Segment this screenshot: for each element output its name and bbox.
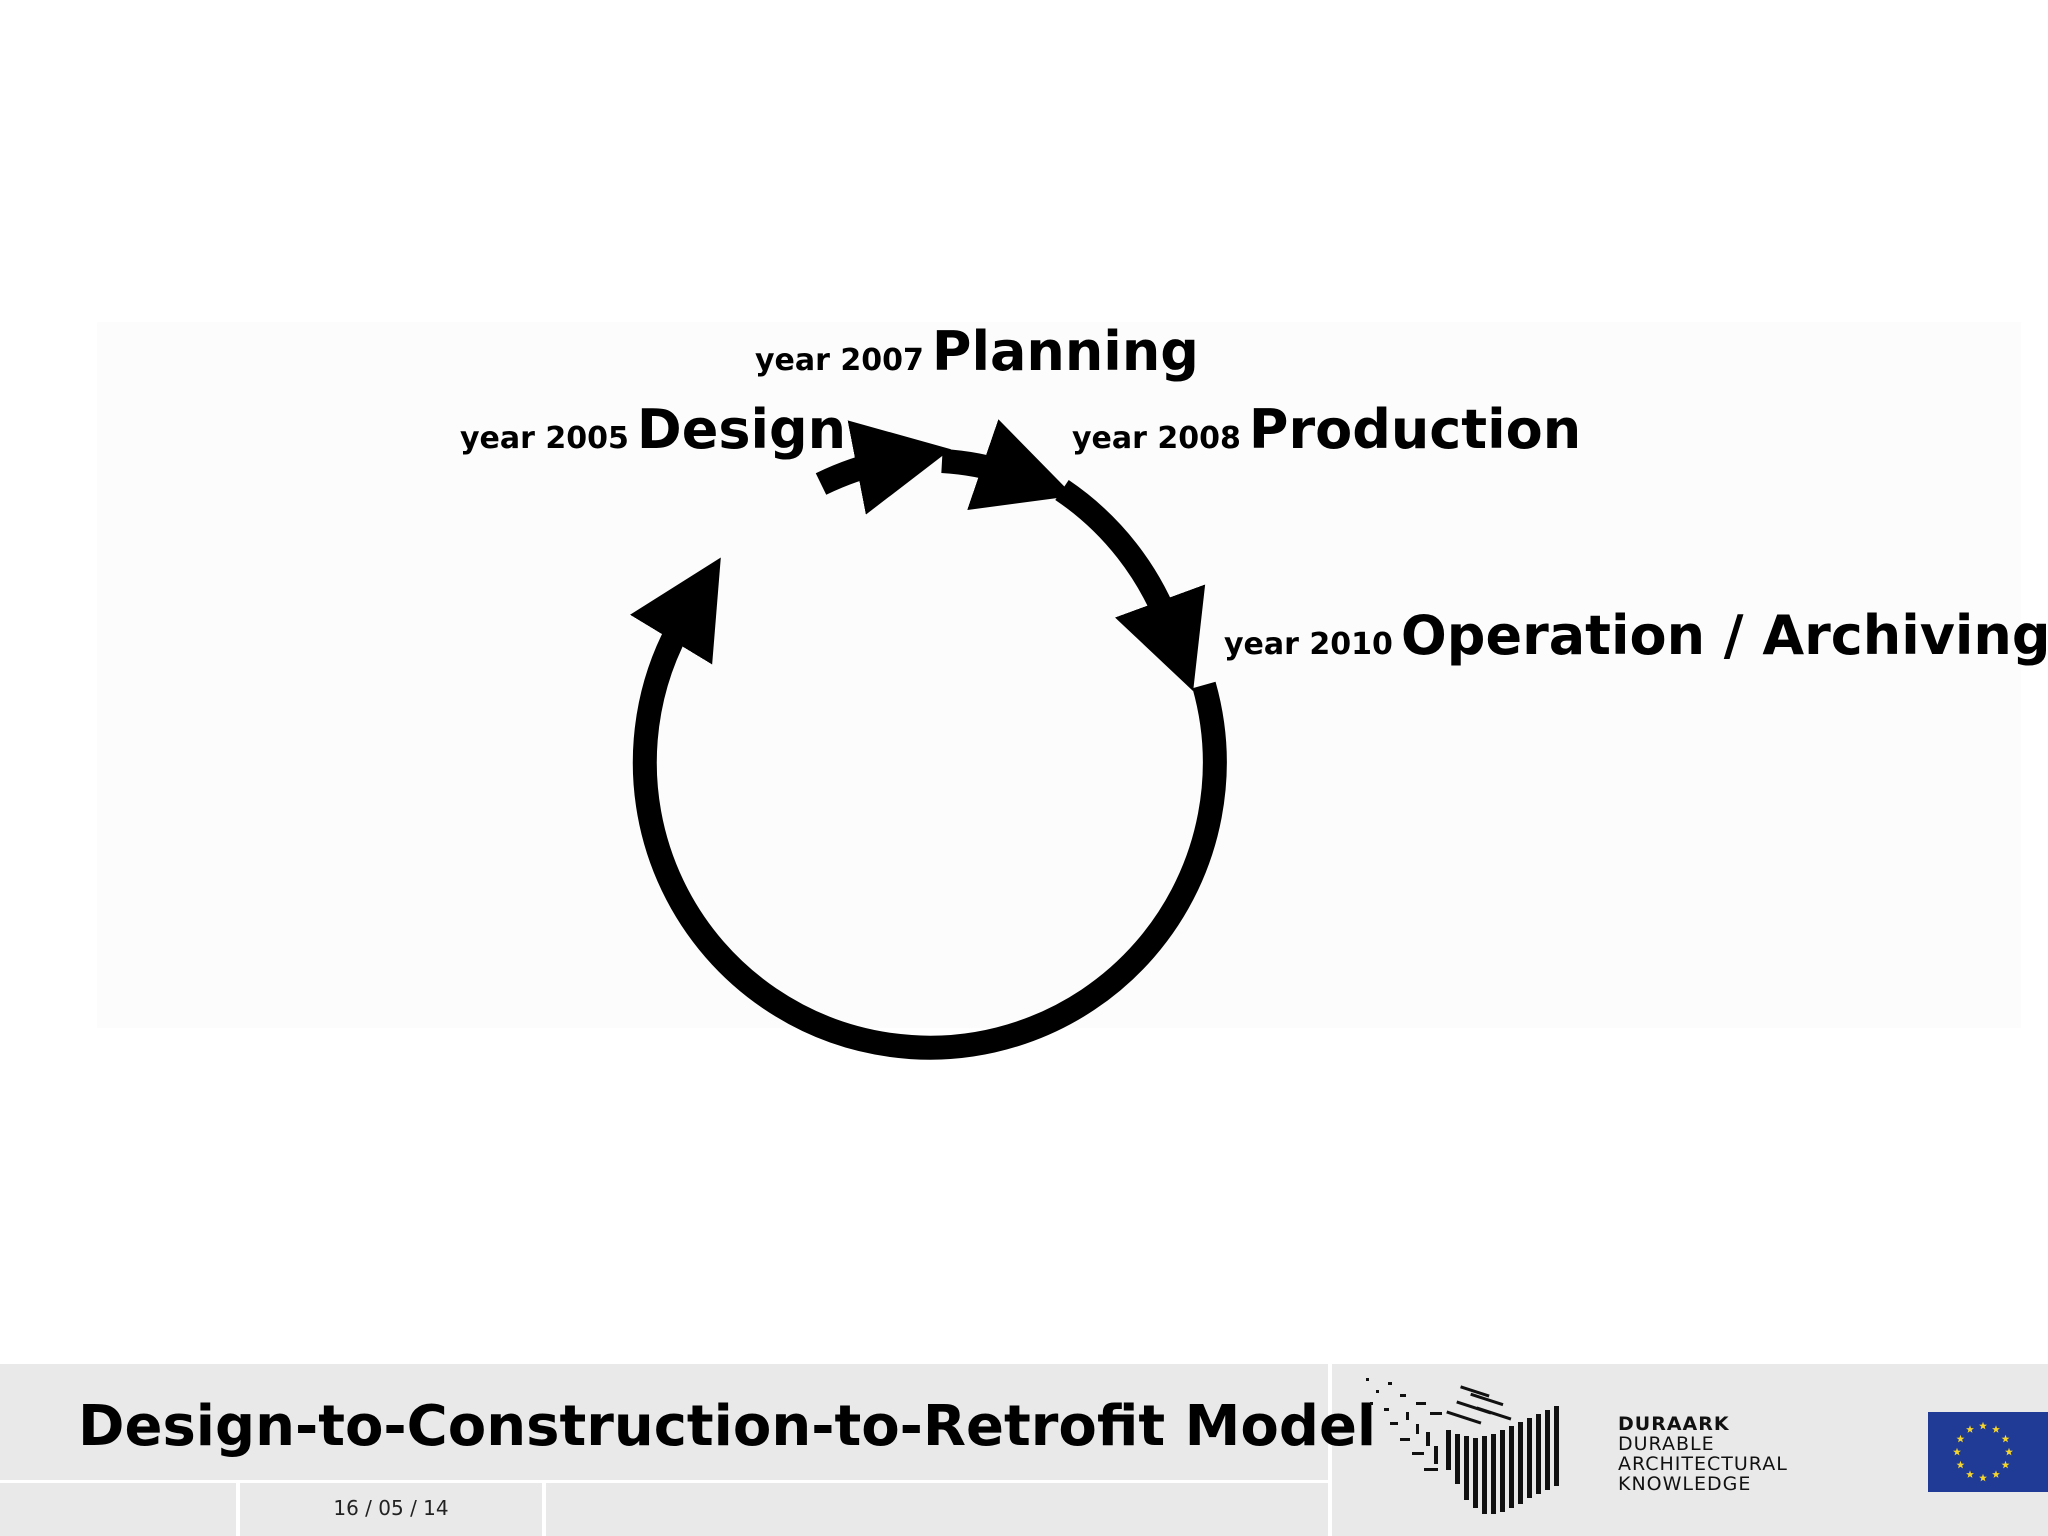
- stage-year: year 2005: [460, 421, 629, 456]
- eu-star-icon: [2001, 1434, 2010, 1443]
- eu-star-icon: [2001, 1460, 2010, 1469]
- footer-divider: [236, 1483, 240, 1536]
- slide-title: Design-to-Construction-to-Retrofit Model: [78, 1394, 1377, 1459]
- stage-name: Design: [636, 398, 847, 461]
- logo-line: ARCHITECTURAL: [1618, 1453, 1788, 1475]
- eu-star-icon: [1992, 1470, 2000, 1478]
- eu-star-icon: [1966, 1425, 1974, 1433]
- arrow-operation-to-design: [630, 557, 1227, 1060]
- slide-date: 16 / 05 / 14: [333, 1496, 449, 1520]
- logo-line: DURABLE: [1618, 1433, 1715, 1455]
- footer-divider: [0, 1480, 1330, 1483]
- stage-year: year 2010: [1224, 627, 1393, 662]
- stage-name: Production: [1248, 398, 1582, 461]
- eu-star-icon: [1953, 1447, 1961, 1456]
- duraark-cube-logo-icon: [1366, 1378, 1559, 1514]
- eu-star-icon: [1979, 1421, 1987, 1430]
- logo-brand: DURAARK: [1618, 1413, 1730, 1435]
- eu-flag-icon: [1928, 1412, 2048, 1492]
- arrow-planning-to-production: [941, 419, 1074, 511]
- eu-star-icon: [1979, 1473, 1987, 1482]
- footer: [0, 1364, 2048, 1536]
- footer-divider: [542, 1483, 546, 1536]
- stage-year: year 2008: [1072, 421, 1241, 456]
- eu-star-icon: [1992, 1425, 2000, 1433]
- duraark-wordmark: DURAARK DURABLE ARCHITECTURAL KNOWLEDGE: [1618, 1414, 1788, 1494]
- eu-star-icon: [1956, 1434, 1965, 1443]
- footer-divider: [1328, 1364, 1332, 1536]
- eu-star-icon: [2005, 1447, 2013, 1456]
- eu-star-icon: [1966, 1470, 1974, 1478]
- eu-star-icon: [1956, 1460, 1965, 1469]
- logo-line: KNOWLEDGE: [1618, 1473, 1752, 1495]
- arrow-design-to-planning: [815, 420, 951, 515]
- stage-name: Planning: [931, 320, 1199, 383]
- stage-name: Operation / Archiving: [1400, 604, 2048, 667]
- stage-year: year 2007: [755, 343, 924, 378]
- arrow-production-to-operation: [1055, 480, 1206, 692]
